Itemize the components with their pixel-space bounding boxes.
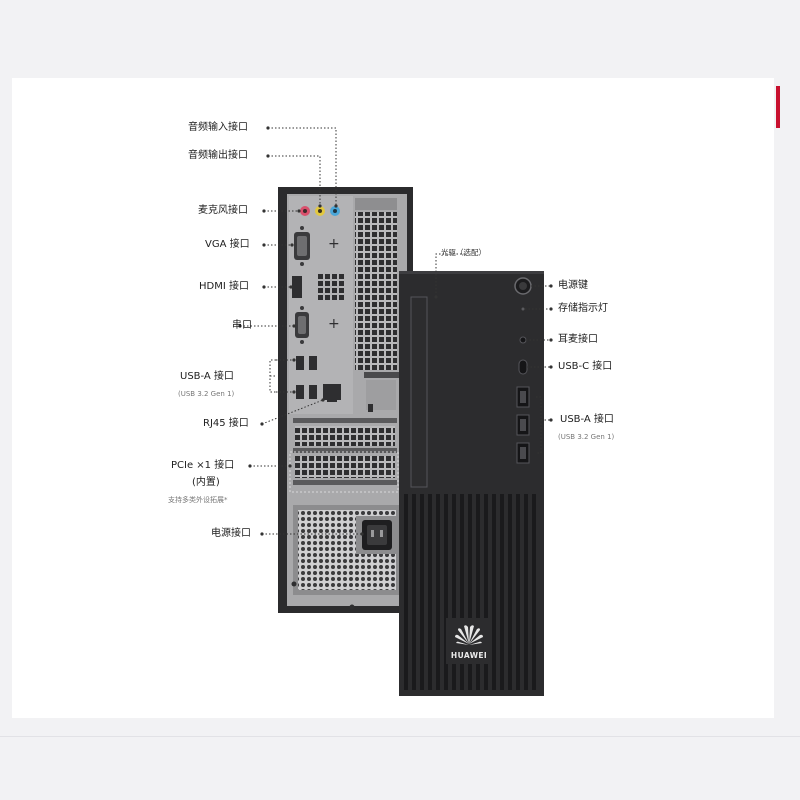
front-tower	[399, 271, 544, 696]
label-power-button: 电源键	[558, 280, 588, 291]
label-serial: 串口	[232, 320, 252, 331]
leader-lines-right	[435, 253, 551, 454]
rear-usb-ports	[296, 356, 317, 399]
svg-text:+: +	[328, 236, 340, 252]
svg-text:+: +	[328, 316, 340, 332]
label-usb-c: USB-C 接口	[558, 361, 613, 372]
hdmi-port	[292, 276, 302, 298]
label-power-socket: 电源接口	[211, 528, 251, 539]
leader-dots-right	[434, 284, 553, 422]
serial-port	[295, 306, 309, 344]
label-rj45: RJ45 接口	[203, 418, 249, 429]
leader-dots-left	[238, 126, 364, 536]
psu-area	[291, 505, 401, 610]
rear-vent	[355, 212, 397, 370]
brand-logo-text: HUAWEI	[450, 651, 488, 660]
io-vents	[318, 274, 344, 300]
headset-jack-icon	[519, 336, 527, 344]
label-pcie: PCIe ×1 接口	[171, 460, 235, 471]
label-usb-a-rear-sub: (USB 3.2 Gen 1)	[178, 390, 235, 398]
label-hdmi: HDMI 接口	[199, 281, 249, 292]
storage-led-icon	[521, 307, 525, 311]
usb-c-port-icon	[518, 359, 528, 375]
leader-lines-left	[240, 127, 362, 535]
label-vga: VGA 接口	[205, 239, 250, 250]
label-usb-a-rear: USB-A 接口	[180, 371, 234, 382]
pcie-slot	[289, 418, 399, 493]
label-optical-drive: 光驱（选配）	[441, 248, 486, 257]
label-mic: 麦克风接口	[198, 205, 248, 216]
accent-bar	[776, 86, 780, 128]
audio-jacks	[300, 206, 340, 216]
vga-port	[294, 226, 310, 266]
label-headset: 耳麦接口	[558, 334, 598, 345]
label-pcie-sub: 支持多类外设拓展*	[168, 496, 228, 504]
label-pcie-inner: (内置)	[192, 477, 220, 488]
label-audio-in: 音频输入接口	[188, 122, 248, 133]
optical-drive-bay	[410, 296, 428, 488]
label-audio-out: 音频输出接口	[188, 150, 248, 161]
label-usb-a-front: USB-A 接口	[560, 414, 614, 425]
rj45-port	[323, 384, 341, 402]
huawei-logo-icon	[455, 625, 483, 645]
label-storage-led: 存储指示灯	[558, 303, 608, 314]
label-usb-a-front-sub: (USB 3.2 Gen 1)	[558, 433, 615, 441]
bottom-divider	[0, 736, 800, 737]
